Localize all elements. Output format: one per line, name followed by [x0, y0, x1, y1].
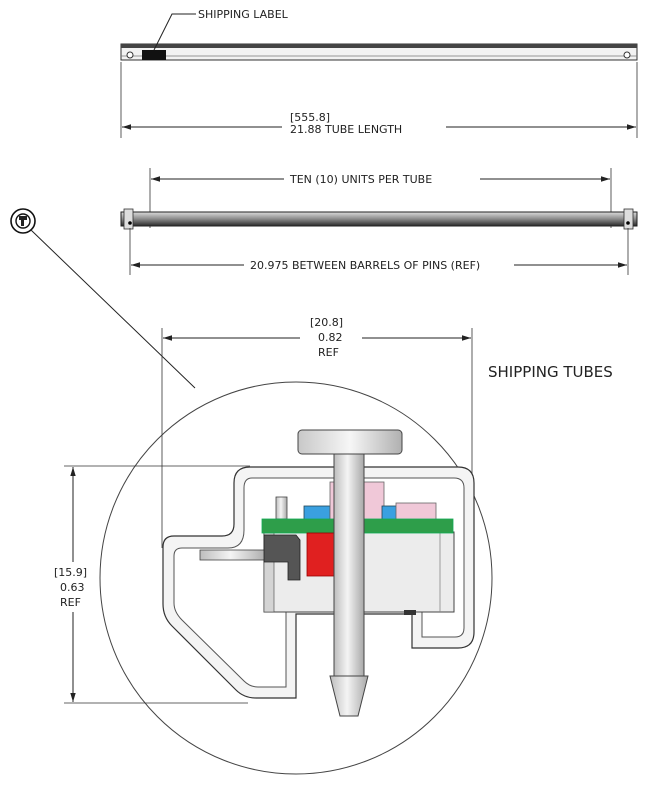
top-tube — [120, 43, 638, 61]
units-per-tube-text: TEN (10) UNITS PER TUBE — [289, 173, 432, 186]
second-tube — [120, 208, 638, 230]
height-inch: 0.63 — [60, 581, 85, 594]
height-metric: [15.9] — [54, 566, 87, 579]
shipping-label-leader — [153, 13, 196, 51]
detail-circle — [99, 381, 493, 775]
tube-length-metric: [555.8] — [290, 111, 330, 124]
drawing-title: SHIPPING TUBES — [488, 363, 613, 381]
width-metric: [20.8] — [310, 316, 343, 329]
shipping-label-patch — [142, 50, 166, 60]
between-pins-text: 20.975 BETWEEN BARRELS OF PINS (REF) — [250, 259, 480, 272]
height-ref: REF — [60, 596, 81, 609]
device — [199, 429, 455, 717]
tube-length-text: 21.88 TUBE LENGTH — [290, 123, 402, 136]
shipping-label-text: SHIPPING LABEL — [198, 8, 289, 21]
detail-leader-line — [30, 229, 196, 389]
detail-callout-icon — [10, 208, 36, 234]
width-inch: 0.82 — [318, 331, 343, 344]
width-ref: REF — [318, 346, 339, 359]
